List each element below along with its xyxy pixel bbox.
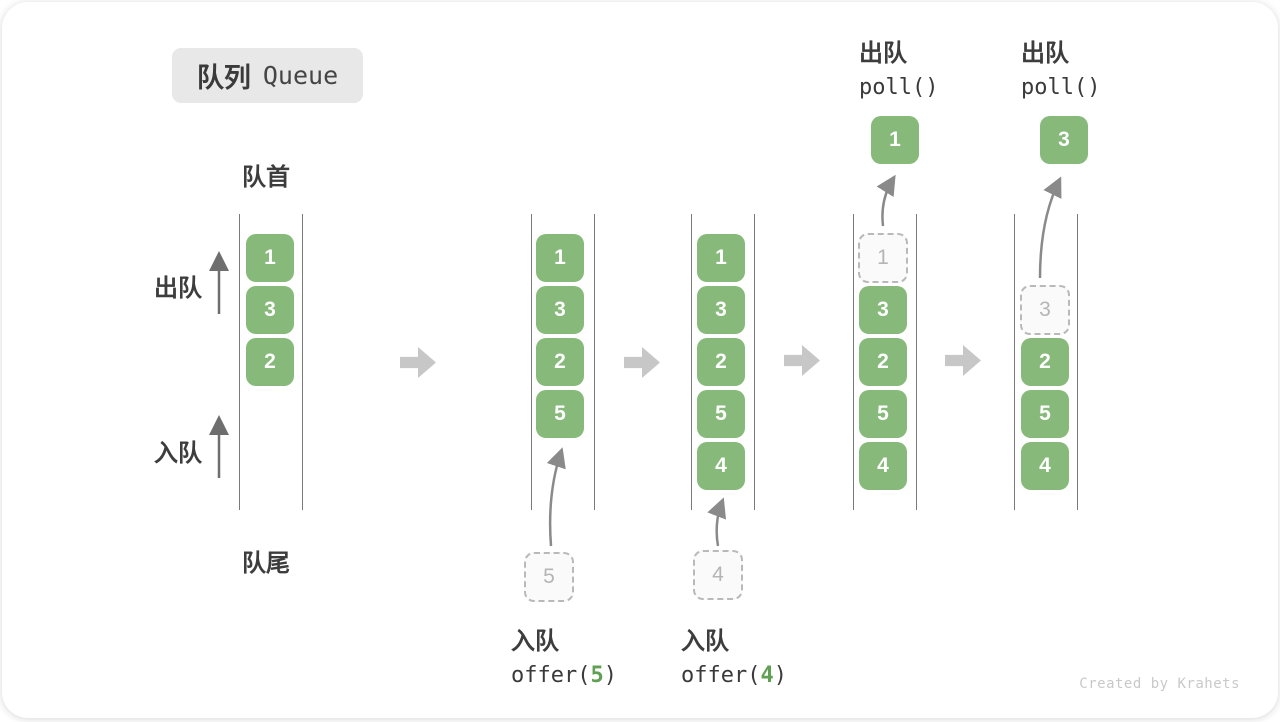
dequeue-2-caption-code: poll() [1021, 75, 1101, 100]
queue-cell: 5 [1021, 390, 1069, 438]
queue-cell: 3 [697, 286, 745, 334]
enqueue-4-caption-code: offer(4) [681, 663, 787, 688]
incoming-value-ghost-cell: 5 [524, 552, 574, 602]
title-zh: 队列 [196, 63, 251, 93]
code-arg: 5 [590, 663, 604, 688]
enqueue-side-label: 入队 [154, 440, 202, 467]
queue-cell: 1 [536, 234, 584, 282]
dequeue-2-caption-zh: 出队 [1021, 40, 1069, 67]
queue-rail-state-1 [239, 214, 303, 510]
queue-front-label: 队首 [242, 164, 290, 191]
queue-cell: 5 [536, 390, 584, 438]
queue-cell: 3 [536, 286, 584, 334]
dequeue-1-caption-code: poll() [859, 75, 939, 100]
queue-cell: 2 [536, 338, 584, 386]
queue-cell: 2 [246, 338, 294, 386]
removed-value-ghost-cell: 1 [858, 233, 908, 283]
queue-cell: 5 [859, 390, 907, 438]
enqueue-4-caption: 入队 offer(4) [681, 621, 787, 688]
queue-cell: 2 [859, 338, 907, 386]
dequeue-side-label: 出队 [154, 275, 202, 302]
incoming-value-ghost-cell: 4 [693, 550, 743, 600]
state-transition-arrow-icon [624, 347, 660, 378]
queue-rail-state-2 [531, 214, 595, 510]
credit-text: Created by Krahets [1079, 676, 1240, 692]
polled-value-cell: 1 [871, 116, 919, 164]
enqueue-5-caption-zh: 入队 [511, 628, 559, 655]
queue-cell: 2 [1021, 338, 1069, 386]
queue-rail-state-4 [853, 214, 917, 510]
polled-value-cell: 3 [1040, 116, 1088, 164]
title-badge: 队列 Queue [172, 48, 363, 103]
code-pre: offer( [511, 663, 591, 688]
queue-cell: 3 [859, 286, 907, 334]
state-transition-arrow-icon [784, 345, 820, 376]
enqueue-5-caption: 入队 offer(5) [511, 621, 617, 688]
queue-cell: 4 [1021, 442, 1069, 490]
state-transition-arrow-icon [400, 347, 436, 378]
removed-value-ghost-cell: 3 [1020, 285, 1070, 335]
state-transition-arrow-icon [945, 345, 981, 376]
enqueue-4-caption-zh: 入队 [681, 628, 729, 655]
queue-cell: 1 [246, 234, 294, 282]
enqueue-5-caption-code: offer(5) [511, 663, 617, 688]
queue-cell: 2 [697, 338, 745, 386]
queue-cell: 3 [246, 286, 294, 334]
code-post: ) [773, 663, 787, 688]
queue-rail-state-3 [691, 214, 755, 510]
dequeue-1-caption-zh: 出队 [859, 40, 907, 67]
queue-cell: 5 [697, 390, 745, 438]
dequeue-1-caption: 出队 poll() [859, 33, 938, 100]
code-pre: offer( [681, 663, 761, 688]
queue-cell: 4 [697, 442, 745, 490]
queue-rear-label: 队尾 [242, 550, 290, 577]
code-arg: 4 [760, 663, 774, 688]
code-post: ) [603, 663, 617, 688]
title-en: Queue [262, 61, 339, 90]
queue-cell: 4 [859, 442, 907, 490]
dequeue-2-caption: 出队 poll() [1021, 33, 1100, 100]
queue-rail-state-5 [1014, 214, 1078, 510]
queue-cell: 1 [697, 234, 745, 282]
